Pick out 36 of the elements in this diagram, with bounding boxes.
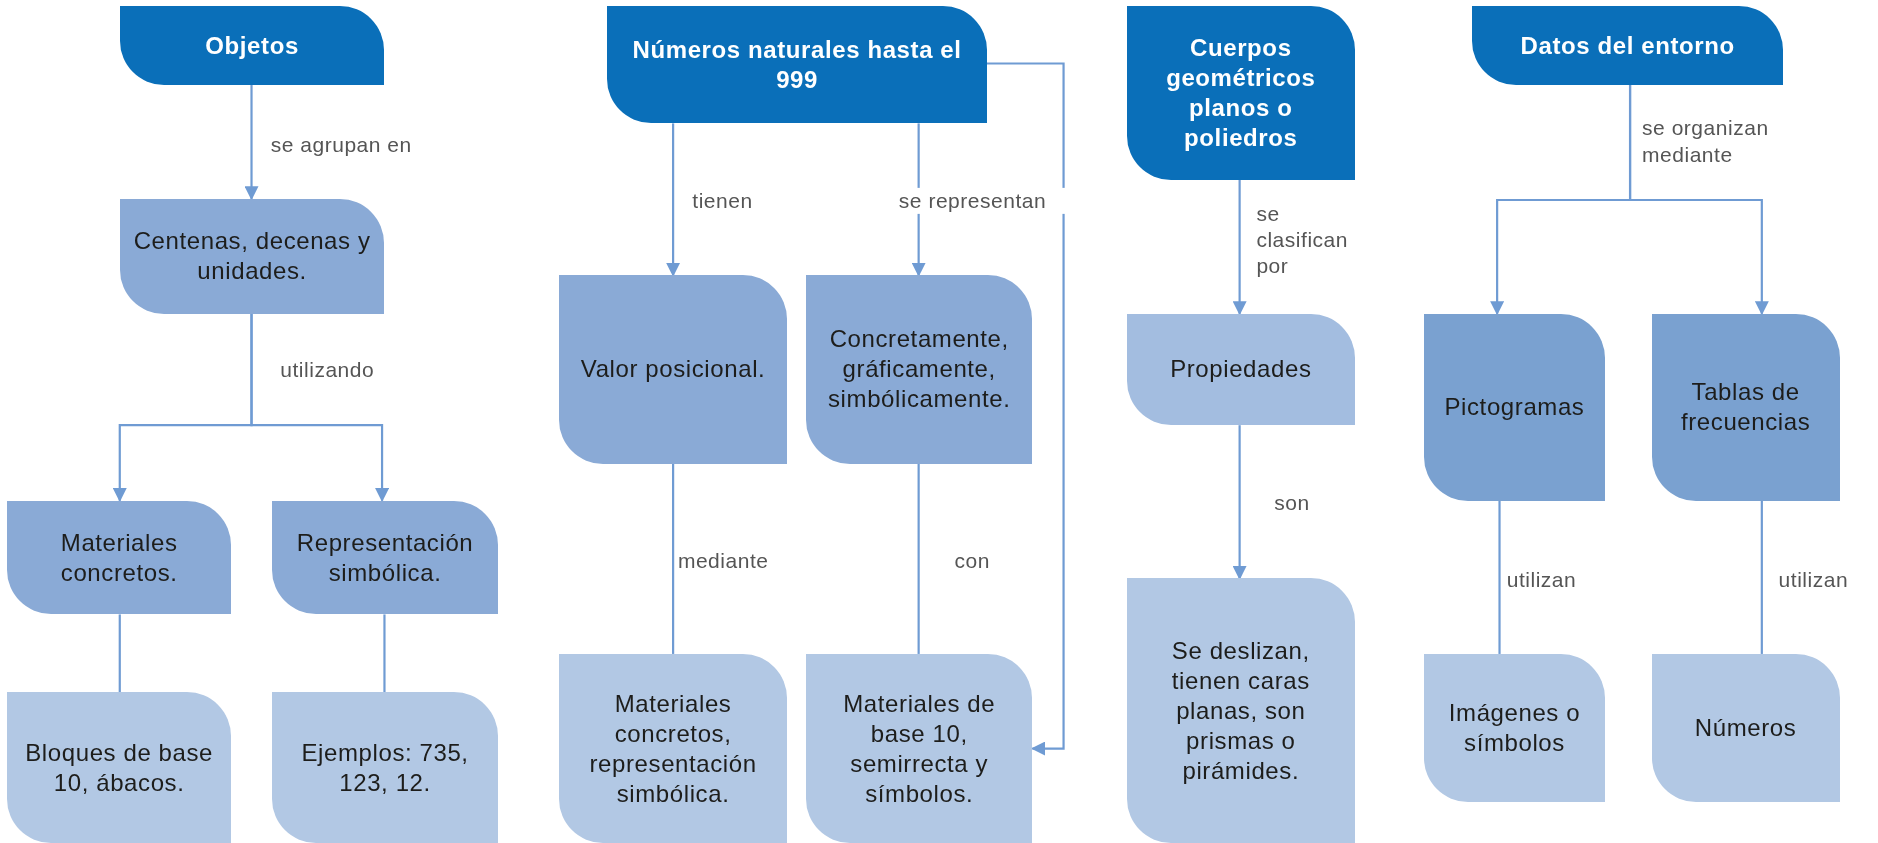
concept-box: Concretamente, gráficamente, simbólicamente.: [806, 275, 1033, 464]
edge-label: tienen: [692, 188, 753, 215]
connector-arrow: [244, 85, 259, 201]
edge-label: son: [1274, 489, 1310, 516]
connector-arrow: [986, 62, 1065, 756]
detail-box: Se deslizan, tienen caras planas, son prismas o pirámides.: [1127, 578, 1355, 843]
title-box: Objetos: [119, 6, 385, 86]
edge-label: mediante: [677, 547, 769, 574]
edge-label: se organizan mediante: [1642, 115, 1770, 168]
title-box: Datos del entorno: [1471, 6, 1784, 86]
concept-box: Materiales concretos.: [7, 500, 232, 615]
detail-box: Ejemplos: 735, 123, 12.: [271, 692, 499, 843]
concept-box: Centenas, decenas y unidades.: [119, 198, 385, 314]
edge-label: utilizan: [1778, 566, 1849, 593]
concept-box: Propiedades: [1127, 313, 1355, 426]
edge-label: utilizando: [280, 356, 375, 383]
detail-box: Materiales concretos, representación simbólica.: [559, 653, 787, 843]
connector-arrow: [666, 123, 681, 277]
title-box: Números naturales hasta el 999: [607, 6, 987, 124]
concept-box: Pictogramas: [1424, 313, 1605, 501]
edge-label: se agrupan en: [270, 131, 412, 158]
detail-box: Materiales de base 10, semirrecta y símbolos.: [806, 653, 1033, 843]
concept-box: Tablas de frecuencias: [1651, 313, 1840, 501]
concept-box: Representación simbólica.: [271, 500, 499, 615]
connector-arrow: [1232, 425, 1247, 580]
edge-label: se clasifican por: [1256, 200, 1349, 279]
title-box: Cuerpos geométricos planos o poliedros: [1127, 6, 1355, 180]
connector-arrow: [1629, 85, 1769, 316]
concept-box: Valor posicional.: [559, 275, 787, 464]
connector-arrow: [250, 313, 390, 503]
detail-box: Imágenes o símbolos: [1424, 653, 1605, 803]
detail-box: Números: [1651, 653, 1840, 803]
edge-label: utilizan: [1506, 566, 1577, 593]
connector-arrow: [1232, 179, 1247, 316]
edge-label: con: [954, 547, 990, 574]
detail-box: Bloques de base 10, ábacos.: [7, 692, 232, 843]
